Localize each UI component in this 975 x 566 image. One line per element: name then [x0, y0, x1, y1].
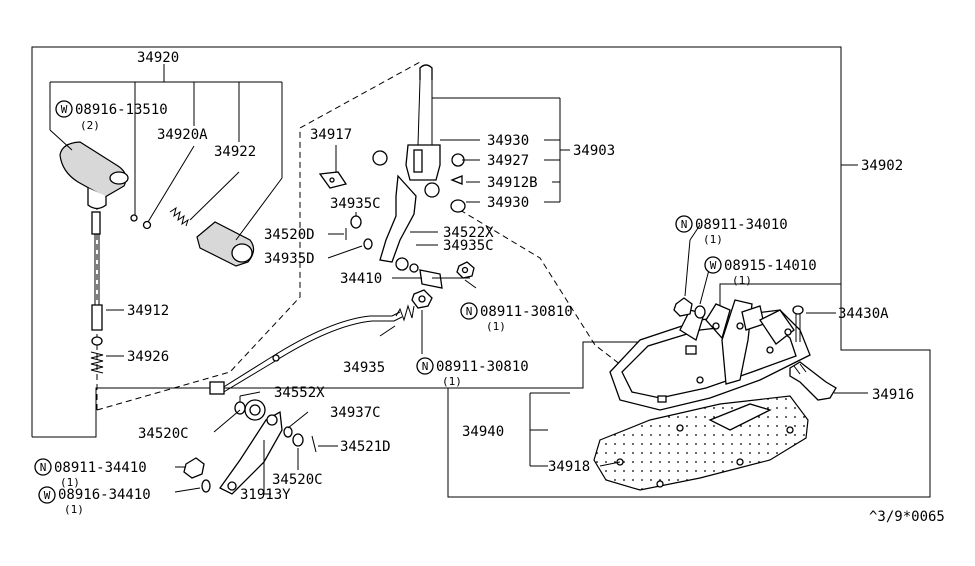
- callout-34935C-upper: 34935C: [330, 196, 381, 212]
- callout-34935: 34935: [343, 360, 385, 376]
- qty-08911-30810-upper: (1): [486, 320, 506, 333]
- knob-cover: [196, 221, 255, 267]
- callout-34522X: 34522X: [443, 225, 494, 241]
- lever-bushings: [372, 150, 466, 213]
- svg-text:N: N: [40, 461, 47, 474]
- diagram-code: ^3/9*0065: [869, 509, 945, 525]
- qty-08915-14010: (1): [732, 274, 752, 287]
- callout-34920: 34920: [137, 50, 179, 66]
- base-stopper: [789, 361, 837, 401]
- callout-34926: 34926: [127, 349, 169, 365]
- callout-34520D: 34520D: [264, 227, 315, 243]
- nut-badge: N: [34, 458, 52, 476]
- callout-34520C-right: 34520C: [272, 472, 323, 488]
- rod-nut: [411, 289, 433, 309]
- base-nut: [673, 297, 706, 319]
- lower-bushing: [234, 399, 266, 421]
- callout-08916-34410: 08916-34410: [58, 487, 151, 503]
- shift-knob: [59, 141, 129, 210]
- svg-text:W: W: [44, 489, 51, 502]
- callout-31913Y: 31913Y: [240, 487, 291, 503]
- qty-08916-34410: (1): [64, 503, 84, 516]
- base-bolt: [792, 305, 804, 342]
- callout-34930-lower: 34930: [487, 195, 529, 211]
- lever-link: [419, 269, 443, 289]
- dashed-guide-knob: [96, 61, 421, 411]
- knob-pin-parts: [130, 206, 189, 230]
- callout-34410: 34410: [340, 271, 382, 287]
- callout-08911-34010: 08911-34010: [695, 217, 788, 233]
- dust-cover: [593, 395, 809, 491]
- callout-34918: 34918: [548, 459, 590, 475]
- leaders-34920: [49, 64, 283, 357]
- callout-34935D: 34935D: [264, 251, 315, 267]
- pivot-bracket: [318, 171, 348, 189]
- shift-lever: [405, 64, 441, 198]
- leaders-34903: [327, 97, 858, 279]
- small-nut: [456, 261, 475, 279]
- callout-34521D: 34521D: [340, 439, 391, 455]
- callout-08911-30810-upper: 08911-30810: [480, 304, 573, 320]
- callout-34922: 34922: [214, 144, 256, 160]
- callout-34912B: 34912B: [487, 175, 538, 191]
- lever-bracket: [379, 174, 419, 273]
- callout-34430A: 34430A: [838, 306, 889, 322]
- callout-08916-13510: 08916-13510: [75, 102, 168, 118]
- base-bracket: [609, 299, 811, 411]
- callout-34935C-lower: 34935C: [443, 238, 494, 254]
- lower-right-frame: [447, 284, 931, 498]
- callout-34937C: 34937C: [330, 405, 381, 421]
- qty-08911-34010: (1): [703, 233, 723, 246]
- callout-34940: 34940: [462, 424, 504, 440]
- leaders-lower: [174, 391, 338, 495]
- callout-34917: 34917: [310, 127, 352, 143]
- callout-34920A: 34920A: [157, 127, 208, 143]
- washer-badge: W: [38, 486, 56, 504]
- qty-08911-34410: (1): [60, 476, 80, 489]
- nut-badge: N: [460, 302, 478, 320]
- svg-text:W: W: [61, 103, 68, 116]
- callout-34552X: 34552X: [274, 385, 325, 401]
- callout-08915-14010: 08915-14010: [724, 258, 817, 274]
- qty-08911-30810-lower: (1): [442, 375, 462, 388]
- svg-text:N: N: [466, 305, 473, 318]
- callout-08911-34410: 08911-34410: [54, 460, 147, 476]
- leaders-base: [529, 224, 868, 467]
- lower-lever: [219, 410, 283, 495]
- nut-badge: N: [416, 357, 434, 375]
- lower-washers: [183, 426, 317, 493]
- callout-08911-30810-lower: 08911-30810: [436, 359, 529, 375]
- callout-34912: 34912: [127, 303, 169, 319]
- small-washers-left: [345, 215, 373, 250]
- washer-badge: W: [55, 100, 73, 118]
- qty-08916-13510: (2): [80, 119, 100, 132]
- callout-34520C-left: 34520C: [138, 426, 189, 442]
- svg-text:W: W: [710, 259, 717, 272]
- knob-spring: [90, 336, 104, 374]
- callout-34902: 34902: [861, 158, 903, 174]
- svg-text:N: N: [681, 218, 688, 231]
- callout-34916: 34916: [872, 387, 914, 403]
- control-rod: [209, 304, 415, 395]
- svg-text:N: N: [422, 360, 429, 373]
- knob-rod: [91, 211, 103, 331]
- washer-badge: W: [704, 256, 722, 274]
- callout-34903: 34903: [573, 143, 615, 159]
- callout-34930-upper: 34930: [487, 133, 529, 149]
- nut-badge: N: [675, 215, 693, 233]
- callout-34927: 34927: [487, 153, 529, 169]
- dashed-guide-base: [459, 209, 631, 373]
